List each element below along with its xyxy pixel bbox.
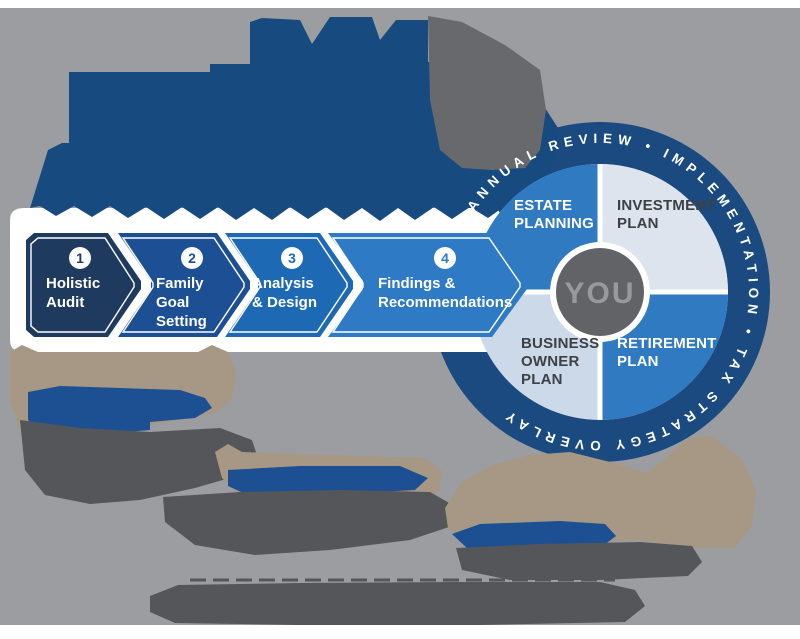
process-chevrons: [26, 233, 527, 337]
redacted-logo-blob: [428, 16, 546, 170]
process-step-1: 1 Holistic Audit: [40, 247, 120, 312]
quadrant-label-estate-planning: ESTATE PLANNING: [514, 197, 594, 232]
step-1-label: Holistic Audit: [46, 275, 101, 311]
step-3-label: Analysis & Design: [252, 275, 318, 311]
step-3-number: 3: [281, 247, 303, 269]
chevron-step-1: [26, 233, 141, 337]
quadrant-label-retirement-plan: RETIREMENT PLAN: [617, 335, 717, 370]
redacted-blue-text-middle: [228, 466, 428, 496]
step-2-label: Family Goal Setting: [156, 275, 207, 330]
process-step-2: 2 Family Goal Setting: [150, 247, 234, 331]
chevron-step-4: [328, 233, 527, 337]
process-step-4: 4 Findings & Recommendations: [372, 247, 518, 312]
chevron-step-3: [225, 233, 353, 337]
step-4-label: Findings & Recommendations: [378, 275, 513, 311]
redacted-tan-blob-right: [445, 436, 756, 548]
redacted-title-blob: [30, 17, 558, 221]
redacted-gray-text-middle: [163, 490, 458, 555]
chevron-step-1-outline: [30, 237, 135, 333]
redacted-blue-text-right: [452, 521, 616, 550]
redacted-gray-text-left: [20, 420, 258, 504]
step-4-number: 4: [434, 247, 456, 269]
step-1-number: 1: [69, 247, 91, 269]
process-step-3: 3 Analysis & Design: [246, 247, 338, 312]
chevron-step-2-outline: [121, 237, 245, 333]
redacted-gray-text-right: [456, 542, 702, 580]
center-label: YOU: [564, 277, 635, 310]
chevron-step-2: [118, 233, 250, 337]
quadrant-label-investment-plan: INVESTMENT PLAN: [617, 197, 716, 232]
step-2-number: 2: [181, 247, 203, 269]
chevron-step-4-outline: [331, 237, 521, 333]
redacted-footnote-blob: [150, 582, 645, 625]
quadrant-label-business-owner-plan: BUSINESS OWNER PLAN: [521, 335, 600, 388]
chevron-step-3-outline: [228, 237, 348, 333]
center-circle: [556, 248, 644, 336]
redacted-blue-text-left: [28, 386, 212, 434]
wheel-quadrants: YOU: [472, 164, 728, 420]
